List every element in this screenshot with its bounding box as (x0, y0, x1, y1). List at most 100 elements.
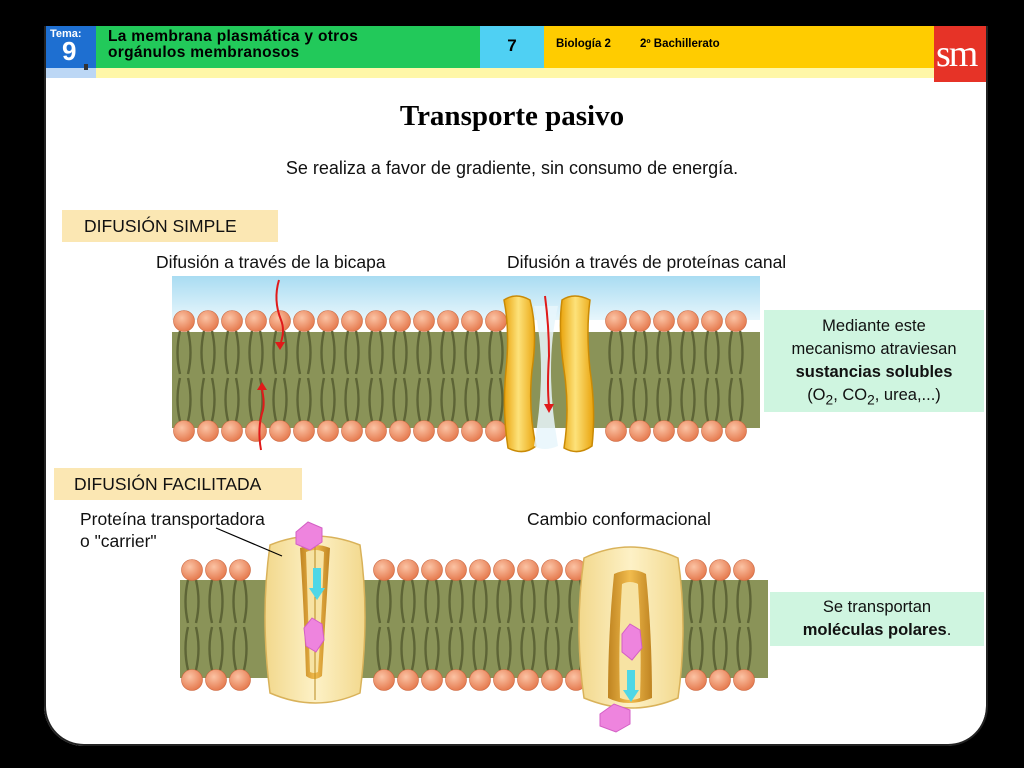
chapter-title: La membrana plasmática y otros orgánulos… (96, 26, 480, 68)
lipid-tail (218, 579, 224, 624)
lipid-tail (376, 626, 382, 671)
lipid-tail (386, 626, 392, 671)
lipid-head (245, 310, 267, 332)
lipid-tail (376, 579, 382, 624)
lipid-tail (666, 330, 672, 375)
lipid-head (221, 310, 243, 332)
lipid-tail (400, 579, 406, 624)
lipid-tail (448, 626, 454, 671)
lipid-head (437, 420, 459, 442)
lipid-tail (210, 377, 216, 422)
lipid-head (701, 420, 723, 442)
lipid-tail (642, 330, 648, 375)
lipid-head (437, 310, 459, 332)
lipid-head (469, 559, 491, 581)
diffusion-arrow-icon (309, 568, 639, 702)
lipid-tail (530, 626, 536, 671)
lipid-tail (272, 330, 278, 375)
lipid-head (397, 559, 419, 581)
lipid-tail (656, 377, 662, 422)
lipid-tail (416, 330, 422, 375)
channel-protein-icon (503, 295, 595, 453)
lipid-tail (746, 626, 752, 671)
lipid-head (677, 420, 699, 442)
lipid-head (365, 420, 387, 442)
lipid-tail (242, 579, 248, 624)
lipid-head (701, 310, 723, 332)
lipid-tail (282, 377, 288, 422)
facilitated-diffusion-heading: DIFUSIÓN FACILITADA (54, 468, 302, 500)
lipid-tail (448, 579, 454, 624)
lipid-tail (746, 579, 752, 624)
lipid-tail (248, 377, 254, 422)
subject-bar: Biología 2 2º Bachillerato (544, 26, 934, 68)
lipid-head (733, 669, 755, 691)
lipid-tail (344, 377, 350, 422)
lipid-tail (386, 579, 392, 624)
chapter-title-text: La membrana plasmática y otros orgánulos… (108, 28, 359, 61)
lipid-tail (402, 330, 408, 375)
lipid-tail (608, 330, 614, 375)
lipid-tail (554, 626, 560, 671)
simple-diffusion-note: Mediante este mecanismo atraviesan susta… (764, 310, 984, 412)
solute-molecule-icon (295, 521, 643, 733)
lipid-tail (474, 330, 480, 375)
lipid-tail (728, 377, 734, 422)
course-text: 2º Bachillerato (640, 38, 720, 50)
lipid-tail (488, 377, 494, 422)
lipid-head (205, 559, 227, 581)
lipid-tail (400, 626, 406, 671)
lipid-head (629, 310, 651, 332)
lipid-tail (704, 330, 710, 375)
lipid-head (269, 310, 291, 332)
lipid-tail (330, 377, 336, 422)
lipid-tail (378, 377, 384, 422)
lipid-tail (568, 579, 574, 624)
lipid-tail (688, 579, 694, 624)
lipid-head (709, 669, 731, 691)
facilitated-diffusion-note: Se transportan moléculas polares. (770, 592, 984, 646)
lipid-tail (698, 579, 704, 624)
lipid-head (229, 559, 251, 581)
lipid-tail (296, 377, 302, 422)
lipid-tail (392, 330, 398, 375)
lipid-tail (520, 579, 526, 624)
lipid-head (677, 310, 699, 332)
conformational-change-label: Cambio conformacional (527, 509, 711, 529)
lipid-tail (666, 377, 672, 422)
lipid-tail (234, 330, 240, 375)
lipid-head (229, 669, 251, 691)
lipid-tail (632, 330, 638, 375)
lipid-head (397, 669, 419, 691)
lipid-tail (450, 377, 456, 422)
lower-lipid-tails (184, 579, 752, 671)
lipid-tail (234, 377, 240, 422)
lipid-tail (378, 330, 384, 375)
lipid-tail (530, 579, 536, 624)
lipid-tail (520, 626, 526, 671)
lipid-head (445, 559, 467, 581)
lipid-tail (354, 377, 360, 422)
lipid-head (541, 559, 563, 581)
note-line-1: Mediante este (822, 317, 926, 335)
lipid-tail (728, 330, 734, 375)
lipid-tail (488, 330, 494, 375)
lipid-tail (296, 330, 302, 375)
lipid-head (181, 669, 203, 691)
lipid-tail (410, 579, 416, 624)
lipid-tail (272, 377, 278, 422)
lipid-head (413, 310, 435, 332)
lipid-head (293, 420, 315, 442)
diffusion-arrow-icon (257, 279, 554, 451)
lipid-tail (186, 377, 192, 422)
header-strip-yellow (96, 68, 934, 78)
lipid-tail (688, 626, 694, 671)
lipid-tail (642, 377, 648, 422)
lipid-head (469, 669, 491, 691)
lipid-tail (194, 579, 200, 624)
lipid-head (605, 310, 627, 332)
lipid-tail (738, 330, 744, 375)
simple-diffusion-heading-text: DIFUSIÓN SIMPLE (84, 216, 237, 236)
lipid-head (293, 310, 315, 332)
